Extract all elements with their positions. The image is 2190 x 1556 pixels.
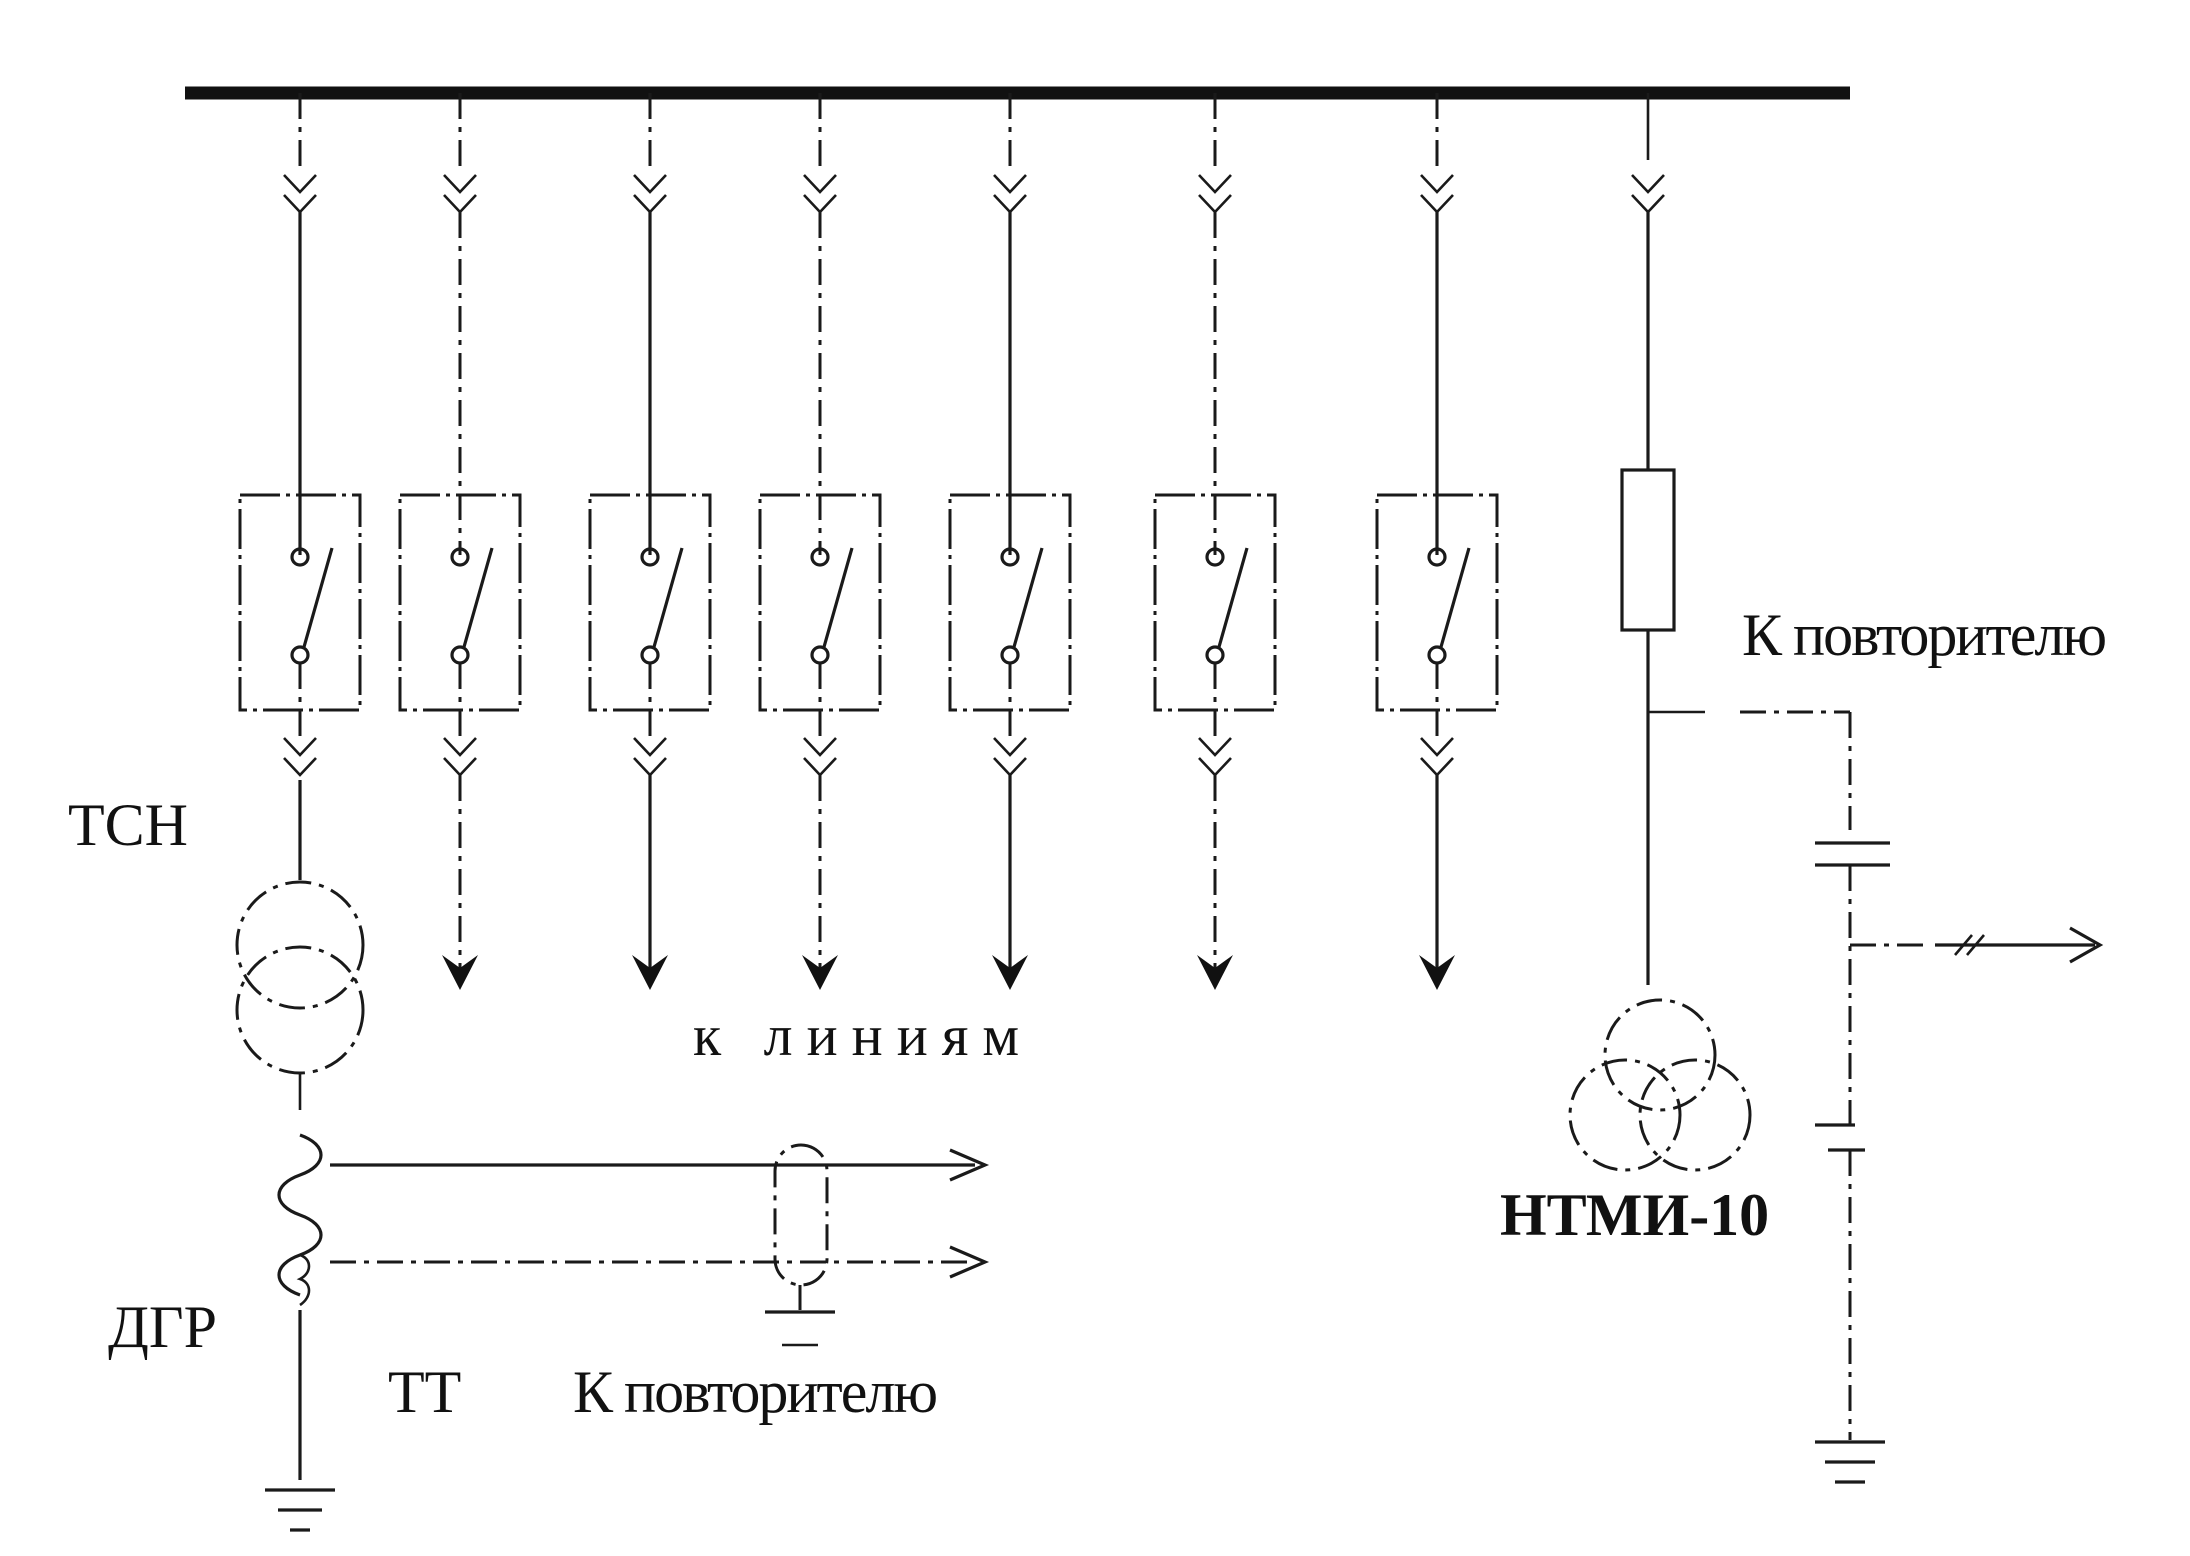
fuse — [1620, 468, 1676, 632]
breaker-blade — [652, 547, 684, 648]
outgoing-line-arrow — [992, 955, 1028, 990]
feeder-cell — [758, 93, 882, 990]
dgr-reactor-coil — [277, 1133, 323, 1307]
breaker-blade — [822, 547, 854, 648]
feeder-cells — [238, 93, 1499, 990]
outgoing-line-arrow — [802, 955, 838, 990]
label-ntmi-10: НТМИ-10 — [1500, 1182, 1769, 1248]
feeder-cell — [1153, 93, 1277, 990]
outgoing-line-arrow — [442, 955, 478, 990]
breaker-blade — [1439, 547, 1471, 648]
feeder-cell — [398, 93, 522, 990]
feeder-cell — [238, 93, 362, 777]
label-k-povtoritelyu-bottom: К повторителю — [573, 1359, 936, 1425]
ground-symbol-left — [265, 1488, 335, 1532]
ntmi-transformer-symbol — [1568, 998, 1752, 1172]
breaker-blade — [1012, 547, 1044, 648]
label-k-liniyam: к линиям — [693, 1003, 1033, 1068]
tsn-transformer-symbol — [235, 880, 365, 1075]
outgoing-line-arrow — [1419, 955, 1455, 990]
breaker-blade — [1217, 547, 1249, 648]
breaker-blade — [462, 547, 494, 648]
label-tsn: ТСН — [68, 792, 188, 858]
voltage-transformer-branch — [1568, 93, 2104, 1484]
breaker-blade — [302, 547, 334, 648]
label-dgr: ДГР — [108, 1294, 217, 1360]
current-transformer-tt — [765, 1143, 835, 1347]
feeder-cell — [948, 93, 1072, 990]
ground-symbol-right — [1815, 1440, 1885, 1484]
label-k-povtoritelyu-top: К повторителю — [1742, 602, 2105, 668]
outgoing-line-arrow — [632, 955, 668, 990]
feeder-cell — [1375, 93, 1499, 990]
feeder-cell — [588, 93, 712, 990]
aux-transformer-branch — [235, 780, 990, 1532]
label-tt: ТТ — [388, 1359, 461, 1425]
outgoing-line-arrow — [1197, 955, 1233, 990]
